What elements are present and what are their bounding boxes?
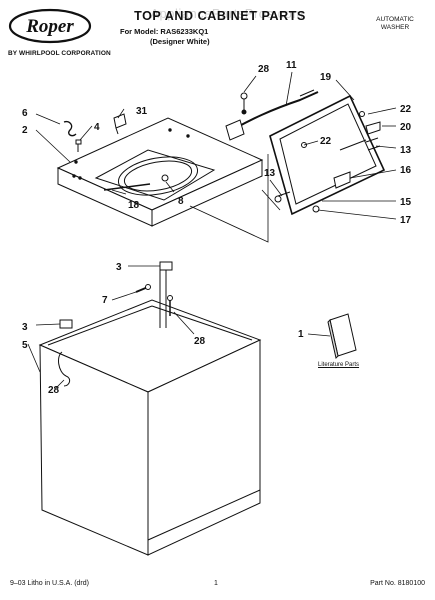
callout-18: 18 — [128, 200, 140, 211]
leader-lines — [27, 71, 397, 389]
page-title: TOP AND CABINET PARTS — [134, 9, 306, 23]
product-type-line1: AUTOMATIC — [376, 16, 414, 23]
footer-page-number: 1 — [214, 580, 218, 587]
callout-13-left: 13 — [264, 168, 276, 179]
callout-1: 1 — [298, 329, 304, 340]
callout-20: 20 — [400, 122, 412, 133]
roper-logo: Roper — [8, 8, 92, 44]
callout-3-upper: 3 — [116, 262, 122, 273]
callout-22-inner: 22 — [320, 136, 332, 147]
washer-top-panel — [56, 117, 264, 227]
top-panel-hardware — [63, 113, 127, 152]
callout-5: 5 — [22, 340, 28, 351]
logo-text: Roper — [25, 16, 74, 37]
callout-31: 31 — [136, 106, 148, 117]
callout-17: 17 — [400, 215, 412, 226]
callout-16: 16 — [400, 165, 412, 176]
callout-7: 7 — [102, 295, 108, 306]
literature-parts-label: Literature Parts — [318, 362, 360, 368]
callout-28-mid: 28 — [194, 336, 206, 347]
callout-22-right: 22 — [400, 104, 412, 115]
product-type-line2: WASHER — [380, 24, 410, 31]
callout-3-lower: 3 — [22, 322, 28, 333]
footer-print-info: 9–03 Litho in U.S.A. (drd) — [10, 580, 89, 587]
callout-2: 2 — [22, 125, 28, 136]
model-line: For Model: RAS6233KQ1 — [120, 27, 209, 36]
callout-11: 11 — [286, 60, 297, 71]
watermark-text: AppliancePartsPros.com — [150, 6, 304, 21]
cabinet — [38, 261, 262, 556]
callout-8: 8 — [178, 196, 184, 207]
callout-19: 19 — [320, 72, 332, 83]
lid-assembly — [269, 94, 386, 216]
callout-6: 6 — [22, 108, 28, 119]
footer-part-number: Part No. 8180100 — [370, 580, 425, 587]
lid-switch-harness — [225, 89, 319, 141]
callout-4: 4 — [94, 122, 100, 133]
literature-booklet — [327, 313, 357, 359]
color-line: (Designer White) — [150, 37, 210, 46]
callout-13-right: 13 — [400, 145, 412, 156]
callout-15: 15 — [400, 197, 412, 208]
callout-28-top: 28 — [258, 64, 270, 75]
callout-28-low: 28 — [48, 385, 60, 396]
corporation-label: BY WHIRLPOOL CORPORATION — [8, 50, 111, 57]
